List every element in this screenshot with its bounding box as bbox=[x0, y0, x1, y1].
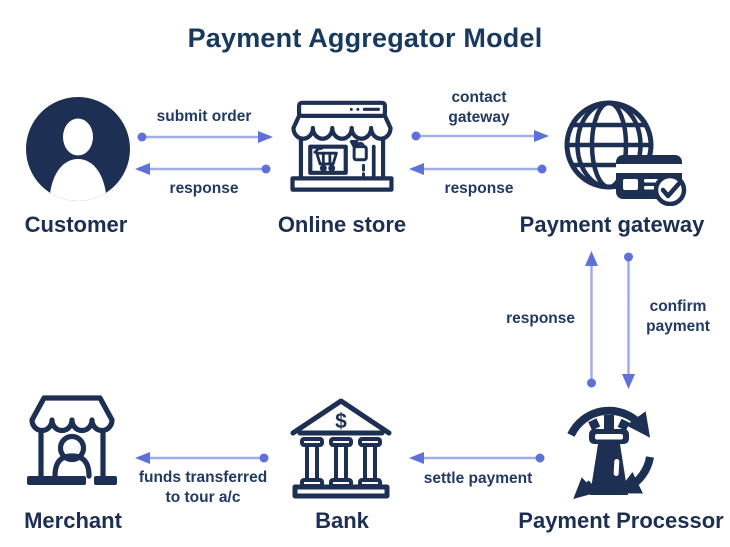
shopping-cart-icon bbox=[313, 147, 338, 172]
node-label-bank: Bank bbox=[315, 508, 369, 533]
arrow-response-to-store bbox=[409, 163, 547, 175]
arrow-funds-transferred bbox=[135, 452, 269, 464]
node-label-online-store: Online store bbox=[277, 212, 407, 237]
dollar-sign: $ bbox=[335, 410, 347, 433]
diagram-title: Payment Aggregator Model bbox=[187, 23, 543, 53]
card-terminal-cycle-icon bbox=[567, 406, 654, 500]
arrow-settle-payment bbox=[409, 452, 545, 464]
merchant-stall-person-icon bbox=[27, 395, 117, 485]
edge-label-response-1: response bbox=[169, 180, 239, 197]
node-label-customer: Customer bbox=[24, 212, 128, 237]
edge-label-funds-transferred: funds transferred to tour a/c bbox=[138, 469, 268, 507]
edge-label-confirm-payment: confirm payment bbox=[646, 298, 710, 336]
edge-label-response-2: response bbox=[444, 180, 514, 197]
arrow-confirm-payment bbox=[622, 252, 635, 389]
storefront-icon bbox=[290, 100, 394, 192]
check-icon bbox=[653, 173, 687, 206]
bank-building-icon: $ bbox=[290, 398, 392, 499]
arrow-response-to-gateway bbox=[585, 251, 598, 388]
node-label-payment-gateway: Payment gateway bbox=[519, 212, 705, 237]
shopping-bag-icon bbox=[349, 140, 376, 181]
person-icon bbox=[26, 97, 130, 201]
edge-label-settle-payment: settle payment bbox=[423, 470, 533, 487]
arrow-response-to-customer bbox=[135, 163, 271, 175]
arrow-contact-gateway bbox=[411, 130, 549, 142]
node-label-payment-processor: Payment Processor bbox=[518, 508, 724, 533]
edge-label-response-3: response bbox=[506, 310, 575, 327]
arrow-submit-order bbox=[137, 131, 273, 143]
node-label-merchant: Merchant bbox=[24, 508, 122, 533]
edge-label-submit-order: submit order bbox=[156, 108, 252, 125]
globe-credit-card-check-icon bbox=[564, 100, 687, 206]
edge-label-contact-gateway: contact gateway bbox=[448, 89, 510, 127]
